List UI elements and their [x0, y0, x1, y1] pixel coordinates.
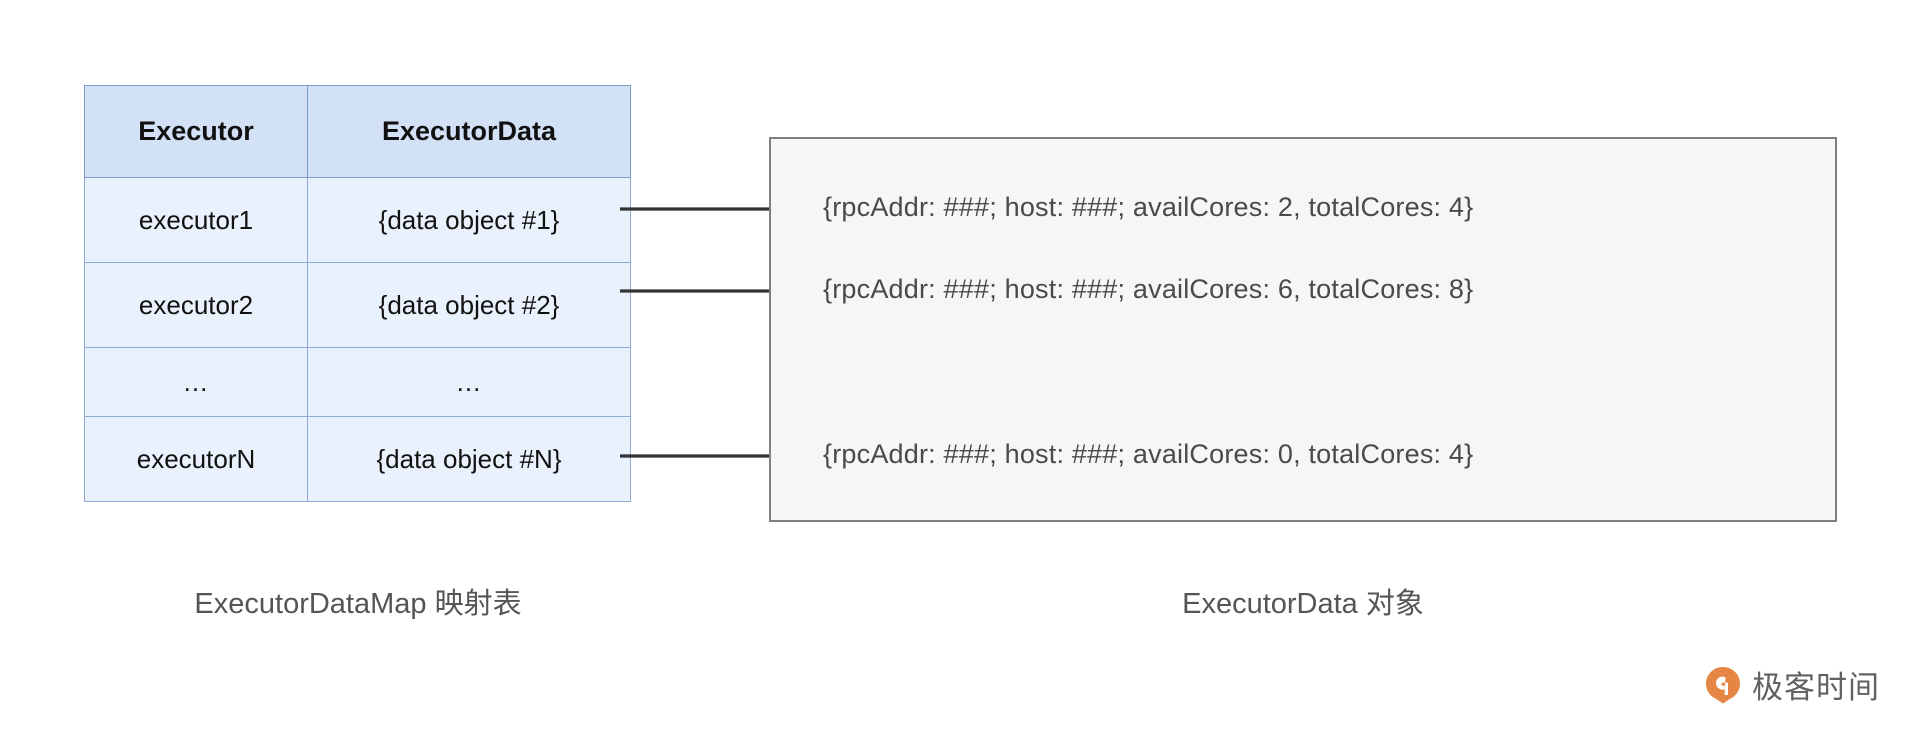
- table-row: executor1 {data object #1}: [84, 177, 631, 263]
- table-row: executor2 {data object #2}: [84, 262, 631, 348]
- table-row-ellipsis: ... ...: [84, 347, 631, 417]
- watermark-text: 极客时间: [1752, 670, 1880, 706]
- table-cell-executor-key: executor2: [84, 262, 308, 348]
- object-line-3: {rpcAddr: ###; host: ###; availCores: 0,…: [823, 439, 1474, 469]
- table-body: executor1 {data object #1} executor2 {da…: [84, 177, 631, 502]
- geekbang-logo-icon: [1703, 665, 1743, 705]
- table-cell-executor-value: ...: [307, 347, 631, 417]
- table-header-row: Executor ExecutorData: [84, 85, 631, 178]
- caption-executor-data-object: ExecutorData 对象: [1182, 588, 1424, 620]
- table-cell-executor-key: executorN: [84, 416, 308, 502]
- table-header-executordata: ExecutorData: [307, 85, 631, 178]
- table-row: executorN {data object #N}: [84, 416, 631, 502]
- table-header-executor: Executor: [84, 85, 308, 178]
- watermark: 极客时间: [1703, 662, 1880, 707]
- caption-executor-data-map: ExecutorDataMap 映射表: [194, 588, 522, 620]
- table-cell-executor-value: {data object #N}: [307, 416, 631, 502]
- executor-data-object-box: {rpcAddr: ###; host: ###; availCores: 2,…: [769, 137, 1837, 522]
- table-header: Executor ExecutorData: [84, 85, 631, 178]
- table-cell-executor-value: {data object #2}: [307, 262, 631, 348]
- object-line-1: {rpcAddr: ###; host: ###; availCores: 2,…: [823, 192, 1474, 222]
- object-line-2: {rpcAddr: ###; host: ###; availCores: 6,…: [823, 274, 1474, 304]
- executor-data-map-table: Executor ExecutorData executor1 {data ob…: [84, 85, 631, 502]
- table-cell-executor-key: executor1: [84, 177, 308, 263]
- table-cell-executor-key: ...: [84, 347, 308, 417]
- table-cell-executor-value: {data object #1}: [307, 177, 631, 263]
